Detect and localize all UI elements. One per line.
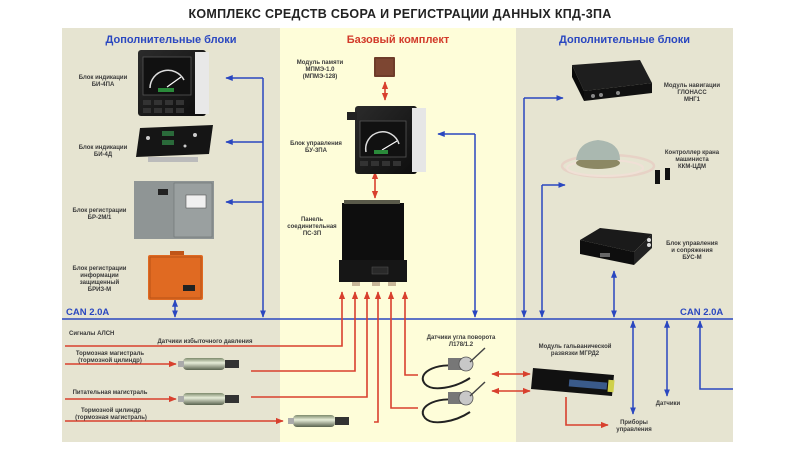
- label-briz-m-model: БРИЗ-М: [87, 287, 112, 293]
- pressure-sensor-2[interactable]: [178, 393, 239, 405]
- label-bi-4d-name: Блок индикации: [78, 145, 128, 151]
- label-kkm-line1: Контроллер крана: [664, 150, 720, 156]
- label-brake-cyl-line2: (тормозная магистраль): [75, 415, 147, 421]
- center-bus-connection: [437, 131, 478, 318]
- label-brake-main: Тормозная магистраль (тормозной цилиндр): [70, 351, 150, 365]
- label-mgrd2-line2: развязки МГРД2: [550, 351, 600, 357]
- signal-lines: [65, 291, 609, 429]
- label-briz-m-line3: защищенный: [79, 280, 120, 286]
- can-bus-label-left: CAN 2.0A: [66, 307, 110, 318]
- label-mpme-line2: МПМЭ-1.0: [305, 67, 335, 73]
- label-bu-3pa-line1: Блок управления: [290, 141, 342, 147]
- label-mng1-line2: ГЛОНАСС: [677, 90, 707, 96]
- angle-sensor-1[interactable]: [421, 347, 486, 390]
- angle-sensor-2[interactable]: [421, 381, 486, 424]
- label-ps-3p-line1: Панель: [300, 217, 324, 223]
- label-feed-main: Питательная магистраль: [72, 390, 148, 396]
- label-bus-m-line2: и сопряжения: [671, 248, 713, 254]
- right-section-header: Дополнительные блоки: [559, 34, 690, 46]
- label-ps-3p-line3: ПС-3П: [302, 231, 322, 237]
- device-bus-m[interactable]: [580, 228, 652, 265]
- label-briz-m: Блок регистрации информации защищенный Б…: [62, 266, 137, 294]
- label-control-devices: Приборы управления: [612, 420, 656, 434]
- label-ps-3p-line2: соединительная: [287, 224, 337, 230]
- label-bi-4pa-name: Блок индикации: [78, 75, 128, 81]
- label-brake-cyl-line1: Тормозной цилиндр: [80, 408, 142, 414]
- label-mpme-line1: Модуль памяти: [296, 60, 344, 66]
- left-section-header: Дополнительные блоки: [105, 34, 237, 46]
- right-bus-connections: [521, 95, 733, 415]
- label-devices-line1: Приборы: [620, 420, 648, 426]
- label-bus-m-line3: БУС-М: [682, 255, 702, 261]
- label-devices-line2: управления: [616, 427, 652, 433]
- label-br-2m1: Блок регистрации БР-2М/1: [62, 208, 137, 222]
- label-mpme-line3: (МПМЭ-128): [302, 74, 338, 80]
- left-bus-connections: [172, 75, 266, 318]
- diagram-title: КОМПЛЕКС СРЕДСТВ СБОРА И РЕГИСТРАЦИИ ДАН…: [188, 7, 612, 21]
- label-br-2m1-name: Блок регистрации: [72, 208, 127, 214]
- can-bus-label-right: CAN 2.0A: [680, 307, 724, 318]
- label-ps-3p: Панель соединительная ПС-3П: [282, 217, 342, 238]
- label-brake-main-line1: Тормозная магистраль: [75, 351, 145, 357]
- label-kkm-line3: ККМ-ЦДМ: [678, 164, 706, 170]
- center-section-header: Базовый комплект: [346, 34, 450, 46]
- label-bus-m: Блок управления и сопряжения БУС-М: [656, 241, 728, 262]
- device-mpme[interactable]: [374, 57, 395, 77]
- label-overpressure: Датчики избыточного давления: [157, 339, 253, 345]
- label-mgrd2-line1: Модуль гальванической: [538, 344, 612, 350]
- label-mng1-line3: МНГ1: [683, 97, 701, 103]
- device-bu-3pa[interactable]: [347, 106, 426, 174]
- label-kkm-line2: машиниста: [675, 157, 709, 163]
- device-mgrd2[interactable]: [531, 368, 615, 396]
- device-kkm-tsdm[interactable]: [560, 140, 670, 184]
- label-bi-4d: Блок индикации БИ-4Д: [68, 145, 138, 159]
- label-sensors: Датчики: [655, 401, 681, 407]
- label-mgrd2: Модуль гальванической развязки МГРД2: [532, 344, 618, 358]
- device-mng1[interactable]: [572, 60, 652, 101]
- device-bi-4d[interactable]: [136, 125, 213, 162]
- device-br-2m1[interactable]: [134, 181, 214, 239]
- label-br-2m1-model: БР-2М/1: [87, 215, 112, 221]
- label-bi-4d-model: БИ-4Д: [93, 152, 113, 158]
- pressure-sensor-3[interactable]: [288, 415, 349, 427]
- label-bu-3pa-line2: БУ-3ПА: [305, 148, 327, 154]
- label-bus-m-line1: Блок управления: [666, 241, 718, 247]
- device-briz-m[interactable]: [148, 251, 203, 300]
- label-brake-cyl: Тормозной цилиндр (тормозная магистраль): [68, 408, 154, 422]
- label-alsn: Сигналы АЛСН: [69, 331, 115, 337]
- label-angle-sensors: Датчики угла поворота Л178/1.2: [418, 335, 504, 349]
- label-bi-4pa: Блок индикации БИ-4ПА: [68, 75, 138, 89]
- label-briz-m-line1: Блок регистрации: [72, 266, 127, 272]
- label-mng1-line1: Модуль навигации: [663, 83, 721, 89]
- label-bi-4pa-model: БИ-4ПА: [91, 82, 115, 88]
- label-angle-line1: Датчики угла поворота: [426, 335, 496, 341]
- label-mpme: Модуль памяти МПМЭ-1.0 (МПМЭ-128): [285, 60, 355, 81]
- label-briz-m-line2: информации: [80, 273, 119, 279]
- memory-link: [371, 81, 389, 199]
- label-brake-main-line2: (тормозной цилиндр): [78, 358, 142, 364]
- label-mng1: Модуль навигации ГЛОНАСС МНГ1: [654, 83, 730, 104]
- label-kkm-tsdm: Контроллер крана машиниста ККМ-ЦДМ: [654, 150, 730, 171]
- device-ps-3p[interactable]: [339, 200, 407, 286]
- label-bu-3pa: Блок управления БУ-3ПА: [284, 141, 348, 155]
- device-bi-4pa[interactable]: [138, 50, 209, 116]
- pressure-sensor-1[interactable]: [178, 358, 239, 370]
- label-angle-line2: Л178/1.2: [448, 342, 474, 348]
